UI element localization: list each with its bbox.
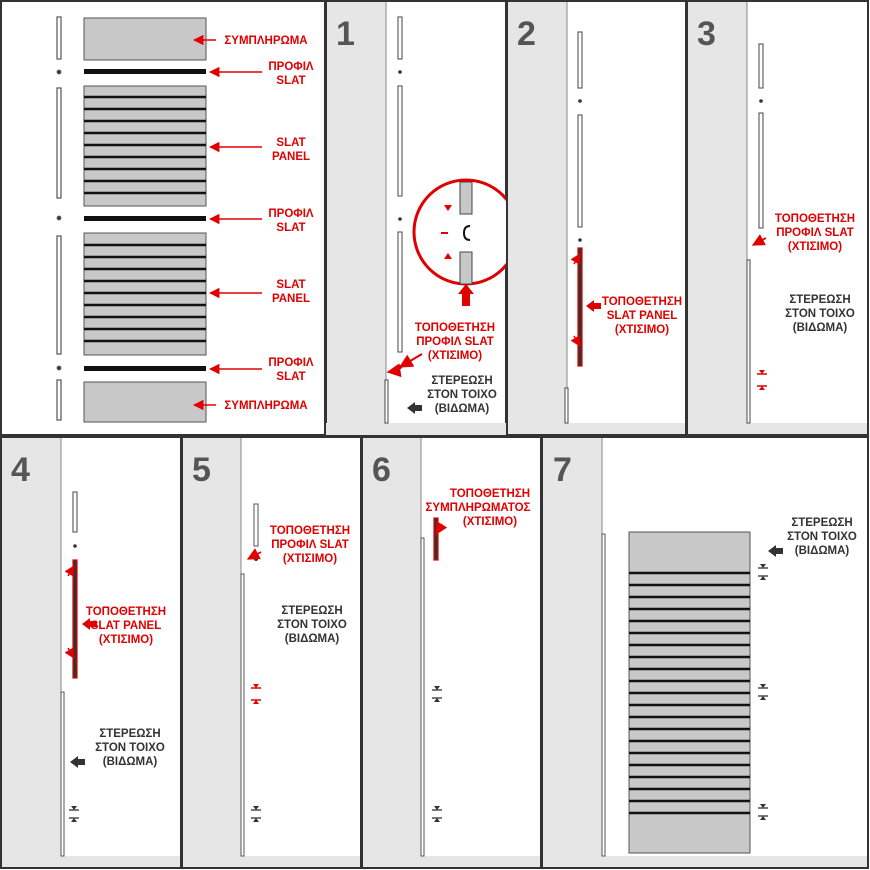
step-6-red-3: (ΧΤΙΣΙΜΟ) [463,516,517,528]
legend-profile-2: ΠΡΟΦΙΛ [268,208,314,220]
legend-slat-panel-1: SLAT [276,137,305,149]
legend-complement-bottom: ΣΥΜΠΛΗΡΩΜΑ [224,400,307,412]
step-3-red-2: ΠΡΟΦΙΛ SLAT [776,227,854,239]
step-6-number: 6 [372,451,391,489]
legend-profile-3: ΠΡΟΦΙΛ [268,357,314,369]
step-4-red-1: ΤΟΠΟΘΕΤΗΣΗ [86,606,166,618]
slat-panel-1 [83,85,207,207]
legend-slat-panel-1-b: PANEL [272,151,310,163]
step-6-panel: 6 ΤΟΠΟΘΕΤΗΣΗ ΣΥΜΠΛΗΡΩΜΑΤΟΣ (ΧΤΙΣΙΜΟ) [361,436,542,869]
step-7-gray-1: ΣΤΕΡΕΩΣΗ [791,517,852,529]
step-1-gray-2: ΣΤΟΝ ΤΟΙΧΟ [427,389,497,401]
step-4-panel: 4 ΤΟΠΟΘΕΤΗΣΗ SLAT PANEL (ΧΤΙΣΙΜΟ) ΣΤΕΡΕΩ… [0,436,182,869]
step-6-red-2: ΣΥΜΠΛΗΡΩΜΑΤΟΣ [426,502,531,514]
legend-slat-panel-2-b: PANEL [272,293,310,305]
step-4-red-3: (ΧΤΙΣΙΜΟ) [99,634,153,646]
profile-slat-1 [84,69,206,74]
legend-panel: ΣΥΜΠΛΗΡΩΜΑ ΠΡΟΦΙΛ SLAT SLAT PANEL ΠΡΟΦΙΛ… [0,0,326,436]
step-1-panel: 1 ΤΟΠΟΘΕΤΗΣΗ ΠΡΟΦΙΛ SLAT (ΧΤΙΣΙΜΟ) [325,0,520,436]
legend-profile-1: ΠΡΟΦΙΛ [268,61,314,73]
zoom-detail [412,178,520,306]
step-3-red-1: ΤΟΠΟΘΕΤΗΣΗ [775,213,855,225]
step-5-gray-3: (ΒΙΔΩΜΑ) [285,633,340,645]
legend-profile-3-b: SLAT [276,371,305,383]
step-1-red-2: ΠΡΟΦΙΛ SLAT [416,336,494,348]
step-1-gray-3: (ΒΙΔΩΜΑ) [435,403,490,415]
step-5-red-3: (ΧΤΙΣΙΜΟ) [283,553,337,565]
legend-profile-1-b: SLAT [276,75,305,87]
step-2-red-2: SLAT PANEL [607,310,678,322]
step-5-gray-1: ΣΤΕΡΕΩΣΗ [281,605,342,617]
profile-slat-2 [84,216,206,221]
step-2-panel: 2 ΤΟΠΟΘΕΤΗΣΗ SLAT PANEL (ΧΤΙΣΙΜΟ) [506,0,687,436]
step-7-number: 7 [553,451,572,489]
step-6-red-1: ΤΟΠΟΘΕΤΗΣΗ [450,488,530,500]
step-2-number: 2 [517,15,536,53]
step-3-panel: 3 ΤΟΠΟΘΕΤΗΣΗ ΠΡΟΦΙΛ SLAT (ΧΤΙΣΙΜΟ) ΣΤΕΡΕ… [686,0,869,436]
finished-wall [628,531,751,854]
step-3-red-3: (ΧΤΙΣΙΜΟ) [788,241,842,253]
complement-top [83,17,207,61]
step-4-gray-2: ΣΤΟΝ ΤΟΙΧΟ [95,742,165,754]
step-1-red-3: (ΧΤΙΣΙΜΟ) [428,350,482,362]
step-4-red-2: SLAT PANEL [91,620,162,632]
legend-profile-2-b: SLAT [276,222,305,234]
step-2-red-3: (ΧΤΙΣΙΜΟ) [615,324,669,336]
step-3-gray-2: ΣΤΟΝ ΤΟΙΧΟ [785,308,855,320]
step-3-number: 3 [697,15,716,53]
step-5-red-2: ΠΡΟΦΙΛ SLAT [271,539,349,551]
step-3-gray-1: ΣΤΕΡΕΩΣΗ [789,294,850,306]
step-1-gray-1: ΣΤΕΡΕΩΣΗ [431,375,492,387]
step-3-gray-3: (ΒΙΔΩΜΑ) [793,322,848,334]
step-5-gray-2: ΣΤΟΝ ΤΟΙΧΟ [277,619,347,631]
legend-rail [56,16,62,421]
step-4-gray-3: (ΒΙΔΩΜΑ) [103,756,158,768]
step-4-gray-1: ΣΤΕΡΕΩΣΗ [99,728,160,740]
step-7-gray-2: ΣΤΟΝ ΤΟΙΧΟ [787,531,857,543]
step-5-number: 5 [192,451,211,489]
step-4-number: 4 [11,451,30,489]
step-1-number: 1 [336,15,355,53]
step-7-gray-3: (ΒΙΔΩΜΑ) [795,545,850,557]
profile-slat-3 [84,366,206,371]
step-1-red-1: ΤΟΠΟΘΕΤΗΣΗ [415,322,495,334]
step-7-panel: 7 ΣΤΕΡΕΩΣΗ ΣΤΟΝ ΤΟΙΧΟ (ΒΙΔΩΜΑ) [541,436,869,869]
step-2-red-1: ΤΟΠΟΘΕΤΗΣΗ [602,296,682,308]
complement-bottom [83,381,207,423]
step-5-panel: 5 ΤΟΠΟΘΕΤΗΣΗ ΠΡΟΦΙΛ SLAT (ΧΤΙΣΙΜΟ) ΣΤΕΡΕ… [181,436,362,869]
legend-slat-panel-2: SLAT [276,279,305,291]
slat-panel-2 [83,232,207,356]
legend-complement-top: ΣΥΜΠΛΗΡΩΜΑ [224,35,307,47]
step-5-red-1: ΤΟΠΟΘΕΤΗΣΗ [270,525,350,537]
